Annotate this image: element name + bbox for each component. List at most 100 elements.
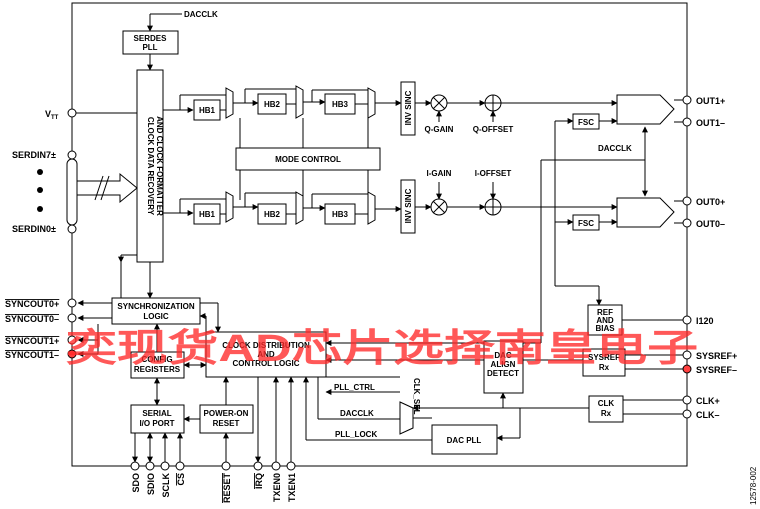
vtt-pin (67, 108, 77, 118)
mux-lower-2 (295, 191, 304, 225)
figure-id: 12578-002 (749, 466, 758, 505)
syncout1m-label: SYNCOUT1– (5, 350, 59, 360)
dac1-block (616, 94, 675, 125)
syncout1m-pin (67, 349, 77, 359)
sysrefm-label: SYSREF– (696, 365, 737, 375)
out1p-pin (682, 95, 692, 105)
serdin-bus-body (66, 158, 78, 226)
clock-dist-block (205, 331, 327, 378)
power-on-line1: POWER-ON (204, 409, 249, 418)
dac0-block (616, 197, 675, 228)
clock-dist-line2: AND (257, 350, 275, 359)
dac-align-line2: ALIGN (491, 360, 516, 369)
hb1-upper-label: HB1 (199, 106, 216, 115)
dacclk-mid-label: DACCLK (598, 144, 632, 153)
reset-pin (221, 461, 231, 471)
out1m-label: OUT1– (696, 118, 725, 128)
sclk-label: SCLK (161, 473, 171, 498)
inv-sinc-lower-label: INV SINC (404, 188, 413, 223)
mux-lower-3 (367, 191, 376, 225)
dac-align-line3: DETECT (487, 369, 519, 378)
serdin7-label: SERDIN7± (12, 150, 56, 160)
ref-bias-line2: AND (596, 316, 614, 325)
cs-label: CS (176, 473, 186, 486)
dot-1 (37, 169, 43, 175)
vtt-label: VTT (45, 109, 59, 121)
out1m-pin (682, 117, 692, 127)
sync-logic-line1: SYNCHRONIZATION (117, 302, 194, 311)
dac-align-line1: DAC (494, 351, 512, 360)
ref-bias-block (587, 304, 623, 336)
serdin0-pin (67, 224, 77, 234)
mux-upper-3 (367, 87, 376, 119)
sdio-pin (145, 461, 155, 471)
sysref-rx-line1: SYSREF (588, 353, 620, 362)
inv-sinc-upper (400, 81, 416, 136)
dacclk-low-label: DACCLK (340, 409, 374, 418)
i120-label: I120 (696, 316, 714, 326)
out1p-label: OUT1+ (696, 96, 725, 106)
sdo-label: SDO (131, 473, 141, 493)
sysrefp-label: SYSREF+ (696, 351, 737, 361)
watermark-text: 奕现货AD芯片选择南皇电子 (66, 327, 698, 370)
sysrefm-pin (682, 364, 692, 374)
clk-rx-block (588, 395, 624, 423)
dacclk-top-label: DACCLK (184, 10, 218, 19)
i-gain-label: I-GAIN (427, 169, 452, 178)
txen1-pin (286, 461, 296, 471)
clkm-label: CLK– (696, 410, 720, 420)
dac-pll-label: DAC PLL (447, 436, 482, 445)
sysref-rx-line2: Rx (599, 363, 610, 372)
config-line1: CONFIG (141, 355, 172, 364)
serdin0-label: SERDIN0± (12, 224, 56, 234)
i120-pin (682, 315, 692, 325)
clk-rx-line2: Rx (601, 409, 612, 418)
syncout1p-pin (67, 335, 77, 345)
clk-sel-mux (399, 401, 414, 435)
syncout0m-label: SYNCOUT0– (5, 314, 59, 324)
sysref-rx-block (582, 348, 626, 377)
clock-dist-line1: CLOCK DISTRIBUTION (222, 341, 310, 350)
fsc-upper-label: FSC (578, 118, 594, 127)
cdr-line1: CLOCK DATA RECOVERY (146, 117, 155, 216)
txen1-label: TXEN1 (287, 473, 297, 502)
out0p-pin (682, 196, 692, 206)
dac-align-block (483, 340, 524, 394)
txen0-pin (271, 461, 281, 471)
out0m-label: OUT0– (696, 219, 725, 229)
hb1-lower-label: HB1 (199, 210, 216, 219)
power-on-reset-block (199, 404, 254, 434)
inv-sinc-upper-label: INV SINC (404, 90, 413, 125)
serdes-pll-line1: SERDES (134, 34, 168, 43)
sdo-pin (130, 461, 140, 471)
out0p-label: OUT0+ (696, 197, 725, 207)
clock-dist-line3: CONTROL LOGIC (233, 359, 300, 368)
cdr-line2: AND CLOCK FORMATTER (155, 116, 164, 216)
clkp-label: CLK+ (696, 396, 720, 406)
mux-upper-2 (295, 85, 304, 119)
syncout0m-pin (67, 313, 77, 323)
syncout0p-label: SYNCOUT0+ (5, 299, 59, 309)
dot-3 (37, 206, 43, 212)
mux-lower-1 (225, 191, 234, 223)
q-gain-label: Q-GAIN (425, 125, 454, 134)
config-line2: REGISTERS (134, 365, 181, 374)
cs-pin (175, 461, 185, 471)
q-offset-label: Q-OFFSET (473, 125, 514, 134)
dot-2 (37, 187, 43, 193)
mode-control-label: MODE CONTROL (275, 155, 341, 164)
clkm-pin (682, 409, 692, 419)
chip-outline (71, 2, 688, 467)
irq-label: IRQ (254, 473, 264, 489)
fsc-lower-label: FSC (578, 219, 594, 228)
i-offset-label: I-OFFSET (475, 169, 512, 178)
ref-bias-line3: BIAS (595, 324, 615, 333)
mux-upper-1 (225, 87, 234, 119)
pll-lock-label: PLL_LOCK (335, 430, 377, 439)
irq-pin (253, 461, 263, 471)
hb2-upper-label: HB2 (264, 100, 281, 109)
sysrefp-pin (682, 350, 692, 360)
reset-label: RESET (222, 473, 232, 504)
serdin7-pin (67, 150, 77, 160)
